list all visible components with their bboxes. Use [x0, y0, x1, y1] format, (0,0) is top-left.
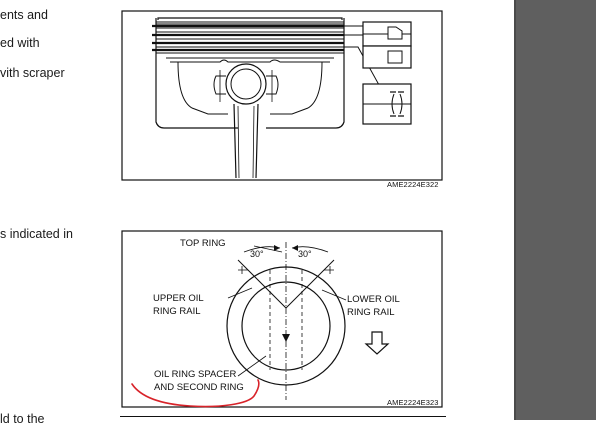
piston-illustration	[121, 10, 443, 181]
label-top-ring: TOP RING	[180, 238, 226, 249]
top-ring-section-icon	[362, 21, 412, 47]
label-upper-oil-1: UPPER OIL	[153, 293, 204, 304]
text-line: s indicated in	[0, 227, 73, 241]
piston-ring-figure	[120, 10, 446, 196]
label-spacer-2: AND SECOND RING	[154, 382, 244, 393]
ring-gap-figure: TOP RING 30° 30° UPPER OIL RING RAIL LOW…	[120, 230, 446, 410]
oil-ring-section-icon	[362, 83, 412, 125]
text-line: ed with	[0, 36, 40, 50]
text-line: vith scraper	[0, 66, 65, 80]
document-page: ents and ed with vith scraper s indicate…	[0, 8, 446, 426]
label-lower-oil-2: RING RAIL	[347, 307, 395, 318]
label-angle-left: 30°	[250, 249, 264, 259]
text-line: ld to the	[0, 412, 45, 426]
ring-gap-diagram: TOP RING 30° 30° UPPER OIL RING RAIL LOW…	[121, 230, 443, 408]
figure-id: AME2224E322	[387, 180, 439, 189]
label-spacer-1: OIL RING SPACER	[154, 369, 236, 380]
vertical-scrollbar[interactable]	[514, 0, 596, 420]
red-underline-annotation	[131, 379, 260, 408]
scrollbar-edge	[514, 0, 516, 420]
figure-id: AME2224E323	[387, 398, 439, 407]
next-figure-edge	[120, 416, 446, 417]
front-direction-arrow-icon	[364, 331, 390, 355]
label-lower-oil-1: LOWER OIL	[347, 294, 400, 305]
second-ring-section-icon	[362, 45, 412, 69]
text-line: ents and	[0, 8, 48, 22]
label-angle-right: 30°	[298, 249, 312, 259]
label-upper-oil-2: RING RAIL	[153, 306, 201, 317]
